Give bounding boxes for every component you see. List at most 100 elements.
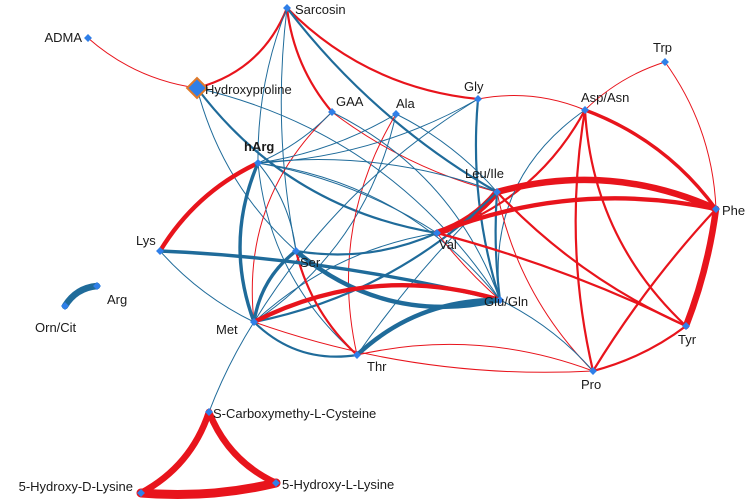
edge-leu-ile-phe: [493, 176, 720, 213]
edge-sarcosin-gly: [285, 6, 480, 101]
edge-harg-met: [238, 161, 260, 324]
edge-gaa-harg: [257, 111, 333, 164]
edge-sarcosin-leu-ile: [285, 6, 499, 194]
edge-glu-gln-pro: [499, 299, 594, 372]
edge-gly-glu-gln: [474, 97, 502, 302]
edge-harg-leu-ile: [257, 158, 498, 193]
edge-5-hydroxy-d-lysine-5-hydroxy-l-lysine: [136, 478, 281, 500]
edge-harg-val: [257, 162, 438, 234]
edge-val-ser: [294, 231, 439, 256]
edge-val-met: [253, 232, 438, 323]
edge-harg-lys: [157, 160, 261, 254]
edge-ser-glu-gln: [293, 248, 503, 310]
label-adma: ADMA: [44, 30, 82, 45]
edge-tyr-val: [435, 231, 688, 328]
node-lys: [156, 247, 164, 255]
node-ser: [292, 247, 300, 255]
label-asp-asn: Asp/Asn: [581, 90, 629, 105]
edge-phe-pro: [591, 207, 718, 373]
edge-arg-orn-cit: [61, 282, 101, 310]
label-s-carboxymethyl-l-cysteine: S-Carboxymethy-L-Cysteine: [213, 406, 376, 421]
node-phe: [712, 205, 720, 213]
edge-ala-leu-ile: [395, 113, 498, 193]
node-val: [433, 229, 441, 237]
edge-asp-asn-phe: [583, 108, 718, 211]
edge-val-glu-gln: [436, 232, 501, 301]
label-5-hydroxy-l-lysine: 5-Hydroxy-L-Lysine: [282, 477, 394, 492]
edge-hydroxyproline-sarcosin: [195, 6, 289, 90]
label-glu-gln: Glu/Gln: [484, 294, 528, 309]
edge-thr-glu-gln: [354, 297, 503, 358]
edge-met-thr: [252, 320, 359, 358]
node-s-carboxymethyl-l-cysteine: [205, 408, 213, 416]
edge-lys-met: [159, 250, 255, 323]
edge-harg-glu-gln: [257, 162, 501, 301]
edge-thr-pro: [356, 343, 594, 372]
edge-leu-ile-glu-gln: [494, 190, 502, 302]
label-ser: Ser: [300, 255, 321, 270]
edge-phe-tyr: [682, 205, 720, 330]
edge-met-s-carboxymethyl-l-cysteine: [208, 321, 255, 413]
edge-ala-harg: [257, 113, 397, 164]
edge-sarcosin-gaa: [285, 6, 334, 114]
edge-hydroxyproline-glu-gln: [196, 87, 501, 301]
label-trp: Trp: [653, 40, 672, 55]
edge-gly-harg: [257, 98, 479, 164]
label-hydroxyproline: Hydroxyproline: [205, 82, 292, 97]
edge-tyr-pro: [591, 324, 688, 373]
label-leu-ile: Leu/Ile: [465, 166, 504, 181]
label-gaa: GAA: [336, 94, 364, 109]
edge-harg-thr: [257, 162, 358, 356]
label-pro: Pro: [581, 377, 601, 392]
edge-met-glu-gln: [251, 283, 503, 325]
edge-trp-phe: [664, 61, 717, 210]
edge-leu-ile-thr: [356, 191, 498, 356]
label-tyr: Tyr: [678, 332, 697, 347]
edge-phe-val: [434, 196, 719, 236]
edge-gly-asp-asn: [477, 95, 586, 111]
edge-s-carboxymethyl-l-cysteine-5-hydroxy-l-lysine: [205, 408, 280, 487]
edge-hydroxyproline-val: [195, 86, 439, 235]
label-lys: Lys: [136, 233, 156, 248]
edge-leu-ile-val: [433, 188, 501, 237]
node-thr: [353, 351, 361, 359]
edge-ala-met: [253, 113, 397, 323]
edge-met-pro: [253, 321, 594, 373]
edge-asp-asn-glu-gln: [497, 109, 586, 301]
edge-adma-hydroxyproline: [87, 37, 198, 89]
label-ala: Ala: [396, 96, 416, 111]
node-5-hydroxy-d-lysine: [137, 489, 145, 497]
node-glu-gln: [496, 296, 504, 304]
edge-layer: [61, 6, 720, 500]
label-harg: hArg: [244, 139, 274, 154]
edge-gaa-met: [251, 111, 333, 323]
edge-ala-thr: [347, 113, 397, 356]
node-harg: [254, 159, 262, 167]
node-gly: [474, 95, 482, 103]
label-met: Met: [216, 322, 238, 337]
label-arg: Arg: [107, 292, 127, 307]
node-5-hydroxy-l-lysine: [272, 479, 280, 487]
edge-gaa-glu-gln: [331, 111, 501, 301]
edge-asp-asn-pro: [574, 108, 595, 373]
edge-sarcosin-harg: [257, 7, 288, 164]
label-5-hydroxy-d-lysine: 5-Hydroxy-D-Lysine: [19, 479, 133, 494]
node-trp: [661, 58, 669, 66]
node-leu-ile: [493, 188, 501, 196]
label-sarcosin: Sarcosin: [295, 2, 346, 17]
label-orn-cit: Orn/Cit: [35, 320, 77, 335]
edge-sarcosin-ser: [280, 7, 297, 252]
label-val: Val: [439, 237, 457, 252]
node-ala: [392, 110, 400, 118]
edge-ser-met: [252, 249, 298, 324]
edge-asp-asn-val: [435, 108, 587, 235]
edge-s-carboxymethyl-l-cysteine-5-hydroxy-d-lysine: [137, 408, 213, 497]
edge-gly-met: [253, 98, 479, 323]
node-hydroxyproline: [185, 76, 209, 100]
edge-gaa-leu-ile: [331, 111, 498, 193]
label-phe: Phe: [722, 203, 745, 218]
label-gly: Gly: [464, 79, 484, 94]
edge-asp-asn-tyr: [583, 108, 688, 328]
